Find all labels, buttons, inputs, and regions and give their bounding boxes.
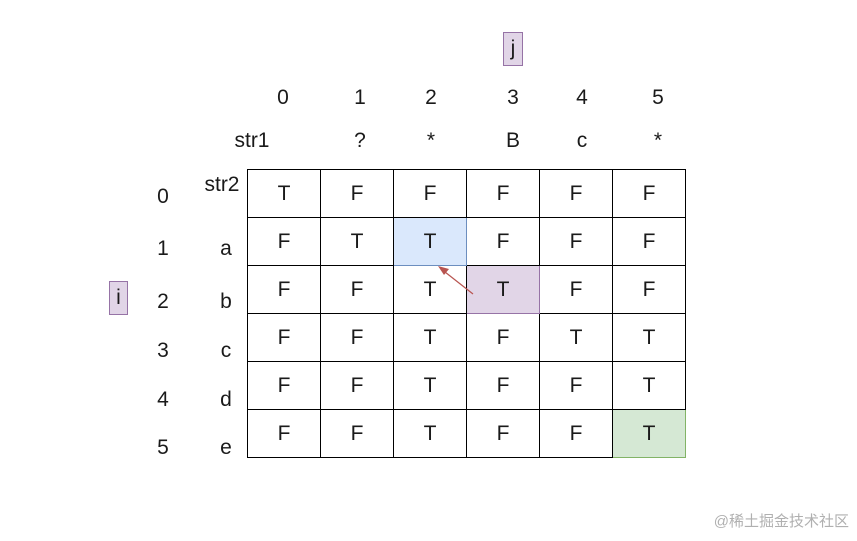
matrix-cell: F <box>247 265 321 314</box>
str2-char: b <box>220 290 232 313</box>
row-index: 4 <box>157 388 169 411</box>
matrix-row: F T T F F F <box>247 217 686 266</box>
matrix-cell: F <box>539 361 613 410</box>
result-cell: T <box>612 409 686 458</box>
dp-matrix: T F F F F F F T T F F F F F T T F F F F … <box>247 169 686 458</box>
matrix-cell: F <box>539 409 613 458</box>
matrix-row: F F T F T T <box>247 313 686 362</box>
current-cell: T <box>466 265 540 314</box>
matrix-cell: F <box>539 217 613 266</box>
i-marker: i <box>109 281 128 315</box>
matrix-cell: F <box>612 217 686 266</box>
matrix-cell: F <box>466 217 540 266</box>
matrix-cell: F <box>320 361 394 410</box>
str1-char: ? <box>354 129 366 152</box>
matrix-cell: T <box>539 313 613 362</box>
col-index: 2 <box>425 86 437 109</box>
matrix-cell: F <box>539 169 613 218</box>
j-marker-label: j <box>510 37 516 60</box>
matrix-row: F F T F F T <box>247 361 686 410</box>
matrix-cell: F <box>320 265 394 314</box>
str1-char: B <box>505 129 520 152</box>
matrix-cell: T <box>320 217 394 266</box>
matrix-cell: T <box>393 313 467 362</box>
str2-char: e <box>220 436 232 459</box>
col-index: 3 <box>507 86 519 109</box>
matrix-row: T F F F F F <box>247 169 686 218</box>
col-index: 1 <box>354 86 366 109</box>
matrix-cell: T <box>612 313 686 362</box>
matrix-cell: F <box>466 313 540 362</box>
col-index: 4 <box>576 86 588 109</box>
matrix-cell: F <box>466 361 540 410</box>
str1-char: * <box>426 129 436 152</box>
row-index: 3 <box>157 339 169 362</box>
matrix-cell: F <box>539 265 613 314</box>
matrix-cell: F <box>247 217 321 266</box>
matrix-row: F F T T F F <box>247 265 686 314</box>
matrix-cell: F <box>466 169 540 218</box>
matrix-cell: F <box>320 313 394 362</box>
i-marker-label: i <box>116 286 121 309</box>
watermark: @稀土掘金技术社区 <box>713 513 849 530</box>
str1-char: c <box>576 129 588 152</box>
matrix-cell: T <box>247 169 321 218</box>
dependency-cell: T <box>393 217 467 266</box>
matrix-cell: F <box>247 313 321 362</box>
col-index: 5 <box>652 86 664 109</box>
matrix-cell: F <box>247 361 321 410</box>
matrix-cell: F <box>247 409 321 458</box>
row-index: 5 <box>157 436 169 459</box>
matrix-cell: F <box>466 409 540 458</box>
matrix-row: F F T F F T <box>247 409 686 458</box>
matrix-cell: F <box>612 169 686 218</box>
str2-char: c <box>220 339 232 362</box>
col-index: 0 <box>277 86 289 109</box>
str2-label: str2 <box>204 173 240 196</box>
row-index: 2 <box>157 290 169 313</box>
str1-label: str1 <box>234 129 270 152</box>
j-marker: j <box>503 32 523 66</box>
matrix-cell: F <box>320 409 394 458</box>
str2-char: a <box>220 237 232 260</box>
matrix-cell: T <box>393 409 467 458</box>
matrix-cell: F <box>612 265 686 314</box>
str1-char: * <box>653 129 663 152</box>
str2-char: d <box>220 388 232 411</box>
matrix-cell: T <box>393 265 467 314</box>
matrix-cell: F <box>393 169 467 218</box>
matrix-cell: F <box>320 169 394 218</box>
row-index: 1 <box>157 237 169 260</box>
matrix-cell: T <box>393 361 467 410</box>
matrix-cell: T <box>612 361 686 410</box>
row-index: 0 <box>157 185 169 208</box>
